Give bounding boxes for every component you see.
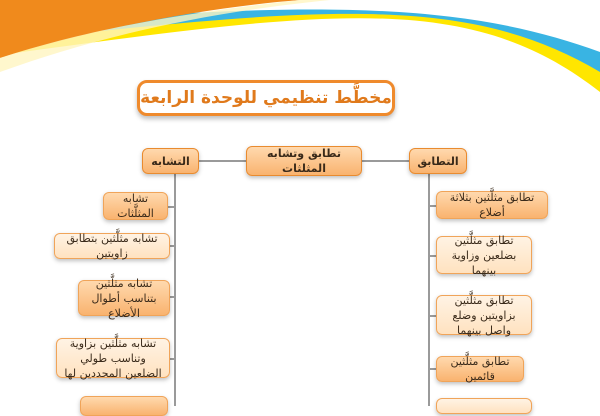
connector-root-right <box>362 160 409 162</box>
connector-left-tick <box>168 206 176 208</box>
decorative-header-waves <box>0 0 600 92</box>
right-branch-node: التطابق <box>409 148 467 174</box>
right-item: تطابق مثلَّثين بثلاثة أضلاع <box>436 191 548 219</box>
left-item: تشابه مثلَّثين بتطابق زاويتين <box>54 232 170 260</box>
page-title: مخطَّط تنظيمي للوحدة الرابعة <box>137 80 395 116</box>
connector-right-tick <box>428 205 436 207</box>
right-item: تطابق مثلَّثين بضلعين وزاوية بينهما <box>436 234 532 277</box>
connector-root-left <box>199 160 246 162</box>
connector-left-tick <box>170 245 176 247</box>
left-item: تشابه مثلَّثين بزاوية وتناسب طولي الضلعي… <box>56 337 170 380</box>
right-item: تطابق مثلَّثين قائمين <box>436 355 524 383</box>
connector-left-trunk <box>174 174 176 406</box>
connector-left-tick <box>170 358 176 360</box>
connector-left-tick <box>170 296 176 298</box>
connector-right-tick <box>428 315 436 317</box>
root-node: تطابق وتشابه المثلثات <box>246 146 362 176</box>
connector-right-tick <box>428 368 436 370</box>
right-item: تطابق مثلَّثين بزاويتين وضلع واصل بينهما <box>436 294 532 337</box>
connector-right-trunk <box>428 174 430 406</box>
left-item: تشابه المثلَّثات <box>103 192 168 220</box>
right-item-partial <box>436 398 532 414</box>
connector-right-tick <box>428 255 436 257</box>
left-branch-node: التشابه <box>142 148 199 174</box>
left-item: تشابه مثلَّثين بتناسب أطوال الأضلاع <box>78 277 170 320</box>
left-item-partial <box>80 396 168 416</box>
